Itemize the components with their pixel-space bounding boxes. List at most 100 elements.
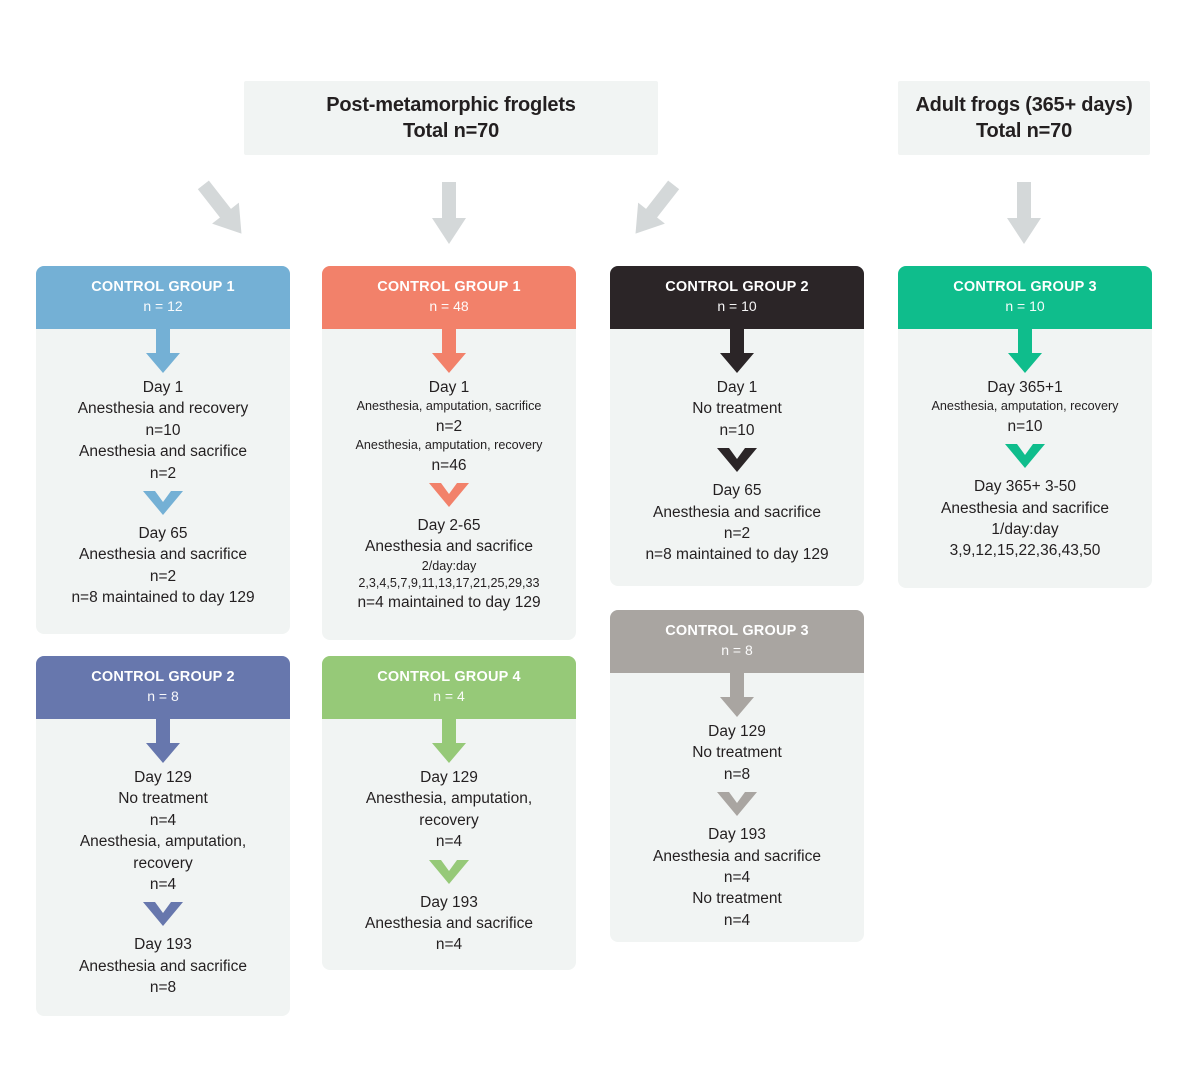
step-line: n=4 <box>723 911 751 929</box>
banner-post-metamorphic-froglets: Post-metamorphic froglets Total n=70 <box>244 81 658 155</box>
step-line: Day 1 <box>428 379 470 396</box>
step-block: Day 129 No treatment n=8 <box>618 721 856 785</box>
group-count: n = 8 <box>721 641 753 658</box>
chevron-down-icon <box>717 448 757 473</box>
step-line: No treatment <box>692 890 782 908</box>
step-line: n=2 <box>149 567 177 585</box>
step-line: Anesthesia and recovery <box>77 400 249 418</box>
banner-title-line1: Post-metamorphic froglets <box>326 93 576 116</box>
step-line: Day 193 <box>134 936 192 954</box>
step-line: n=4 <box>435 833 463 851</box>
group-count: n = 10 <box>1005 297 1045 314</box>
step-line: Day 129 <box>708 723 766 740</box>
step-line: No treatment <box>692 400 782 418</box>
group-title: CONTROL GROUP 3 <box>953 279 1097 296</box>
step-line: Anesthesia and sacrifice <box>652 503 821 521</box>
step-line: Day 2-65 <box>417 516 481 534</box>
step-line: Anesthesia, amputation, <box>79 833 247 851</box>
banner-total-line2: Total n=70 <box>976 120 1072 142</box>
step-line: Anesthesia, amputation, recovery <box>355 438 543 453</box>
step-line: recovery <box>133 854 193 872</box>
step-line: Day 193 <box>708 826 766 844</box>
block-arrow-down-icon <box>432 328 466 374</box>
chevron-down-icon <box>143 902 183 927</box>
step-line: Day 365+1 <box>987 379 1063 396</box>
step-line: n=10 <box>145 421 181 439</box>
chevron-down-icon <box>429 482 469 507</box>
connector-arrow-down-icon <box>432 182 466 246</box>
step-line: n=4 <box>435 936 463 954</box>
step-line: n=8 maintained to day 129 <box>645 546 829 564</box>
step-line: Anesthesia, amputation, <box>365 790 533 808</box>
step-line: n=4 <box>149 875 177 893</box>
block-arrow-down-icon <box>146 328 180 374</box>
step-line: Anesthesia and sacrifice <box>652 847 821 865</box>
group-title: CONTROL GROUP 1 <box>377 279 521 296</box>
step-line: Day 193 <box>420 893 478 911</box>
chevron-down-icon <box>143 490 183 515</box>
step-line: Day 65 <box>712 482 762 500</box>
step-line: Anesthesia and sacrifice <box>364 538 533 556</box>
step-line: n=4 <box>723 868 751 886</box>
step-line: n=8 <box>149 979 177 996</box>
group-count: n = 12 <box>143 297 183 314</box>
chevron-down-icon <box>717 792 757 817</box>
step-line: 2,3,4,5,7,9,11,13,17,21,25,29,33 <box>358 576 540 590</box>
group-count: n = 48 <box>429 297 469 314</box>
step-line: Anesthesia, amputation, recovery <box>931 399 1119 414</box>
group-count: n = 10 <box>717 297 757 314</box>
step-line: n=4 <box>149 811 177 829</box>
group-title: CONTROL GROUP 2 <box>91 669 235 686</box>
block-arrow-down-icon <box>720 672 754 718</box>
step-line: n=8 <box>723 765 751 783</box>
group-title: CONTROL GROUP 3 <box>665 623 809 640</box>
connector-arrow-down-right-icon <box>621 174 687 245</box>
block-arrow-down-icon <box>720 328 754 374</box>
step-line: No treatment <box>692 744 782 762</box>
step-line: Anesthesia and sacrifice <box>940 499 1109 517</box>
group-count: n = 8 <box>147 687 179 704</box>
banner-total-line2: Total n=70 <box>403 120 499 142</box>
step-line: Day 65 <box>138 524 188 542</box>
step-line: n=2 <box>435 417 463 435</box>
step-line: Anesthesia and sacrifice <box>78 443 247 461</box>
step-line: Day 1 <box>142 379 184 396</box>
step-line: 3,9,12,15,22,36,43,50 <box>949 542 1101 560</box>
step-line: Day 365+ 3-50 <box>973 478 1077 496</box>
step-line: Anesthesia and sacrifice <box>78 546 247 564</box>
banner-adult-frogs: Adult frogs (365+ days) Total n=70 <box>898 81 1150 155</box>
connector-arrow-down-icon <box>1007 182 1041 246</box>
group-count: n = 4 <box>433 687 465 704</box>
step-line: Day 129 <box>420 769 478 786</box>
step-line: n=10 <box>1007 417 1043 435</box>
step-line: recovery <box>419 811 479 829</box>
block-arrow-down-icon <box>1008 328 1042 374</box>
step-line: 1/day:day <box>991 520 1059 538</box>
